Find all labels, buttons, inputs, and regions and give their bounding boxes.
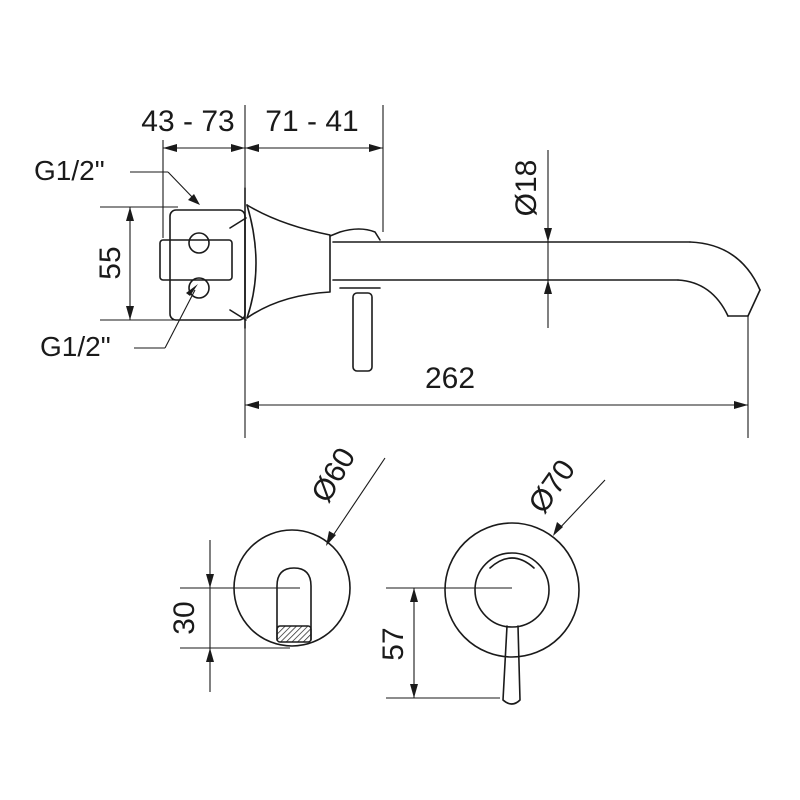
label-inlet-bottom: G1/2": [40, 331, 111, 362]
dim-handle-height: 57: [377, 587, 512, 699]
wall-flange: [244, 187, 381, 329]
front-view-handle: Ø70 57: [377, 454, 606, 705]
dim-spout-diameter: Ø18: [510, 150, 552, 328]
dim-spout-height: 30: [168, 540, 300, 692]
handle-lever: [339, 287, 381, 372]
label-inlet-spacing: 55: [94, 246, 127, 279]
dim-handle-plate-diameter: Ø70: [522, 454, 606, 536]
label-spout-height: 30: [168, 601, 201, 634]
label-handle-plate-diameter: Ø70: [522, 454, 582, 519]
front-view-spout: Ø60 30: [168, 442, 386, 692]
valve-body: [159, 209, 247, 321]
label-spout-plate-diameter: Ø60: [305, 442, 362, 508]
dim-rough-in: 43 - 73: [141, 105, 246, 238]
label-inlet-top: G1/2": [34, 155, 105, 186]
label-projection-offset: 71 - 41: [265, 105, 358, 138]
callout-inlet-top: G1/2": [34, 155, 200, 205]
label-spout-length: 262: [425, 362, 475, 395]
label-rough-in-depth: 43 - 73: [141, 105, 234, 138]
dim-spout-length: 262: [244, 316, 749, 438]
dim-inlet-spacing: 55: [94, 206, 178, 321]
dim-projection: 71 - 41: [245, 105, 384, 232]
label-spout-diameter: Ø18: [510, 160, 543, 217]
side-view: 43 - 73 71 - 41 G1/2" G1/2": [34, 105, 761, 438]
dim-spout-plate-diameter: Ø60: [305, 442, 386, 546]
callout-inlet-bottom: G1/2": [40, 284, 198, 362]
spout: [332, 241, 761, 317]
label-handle-height: 57: [377, 627, 410, 660]
